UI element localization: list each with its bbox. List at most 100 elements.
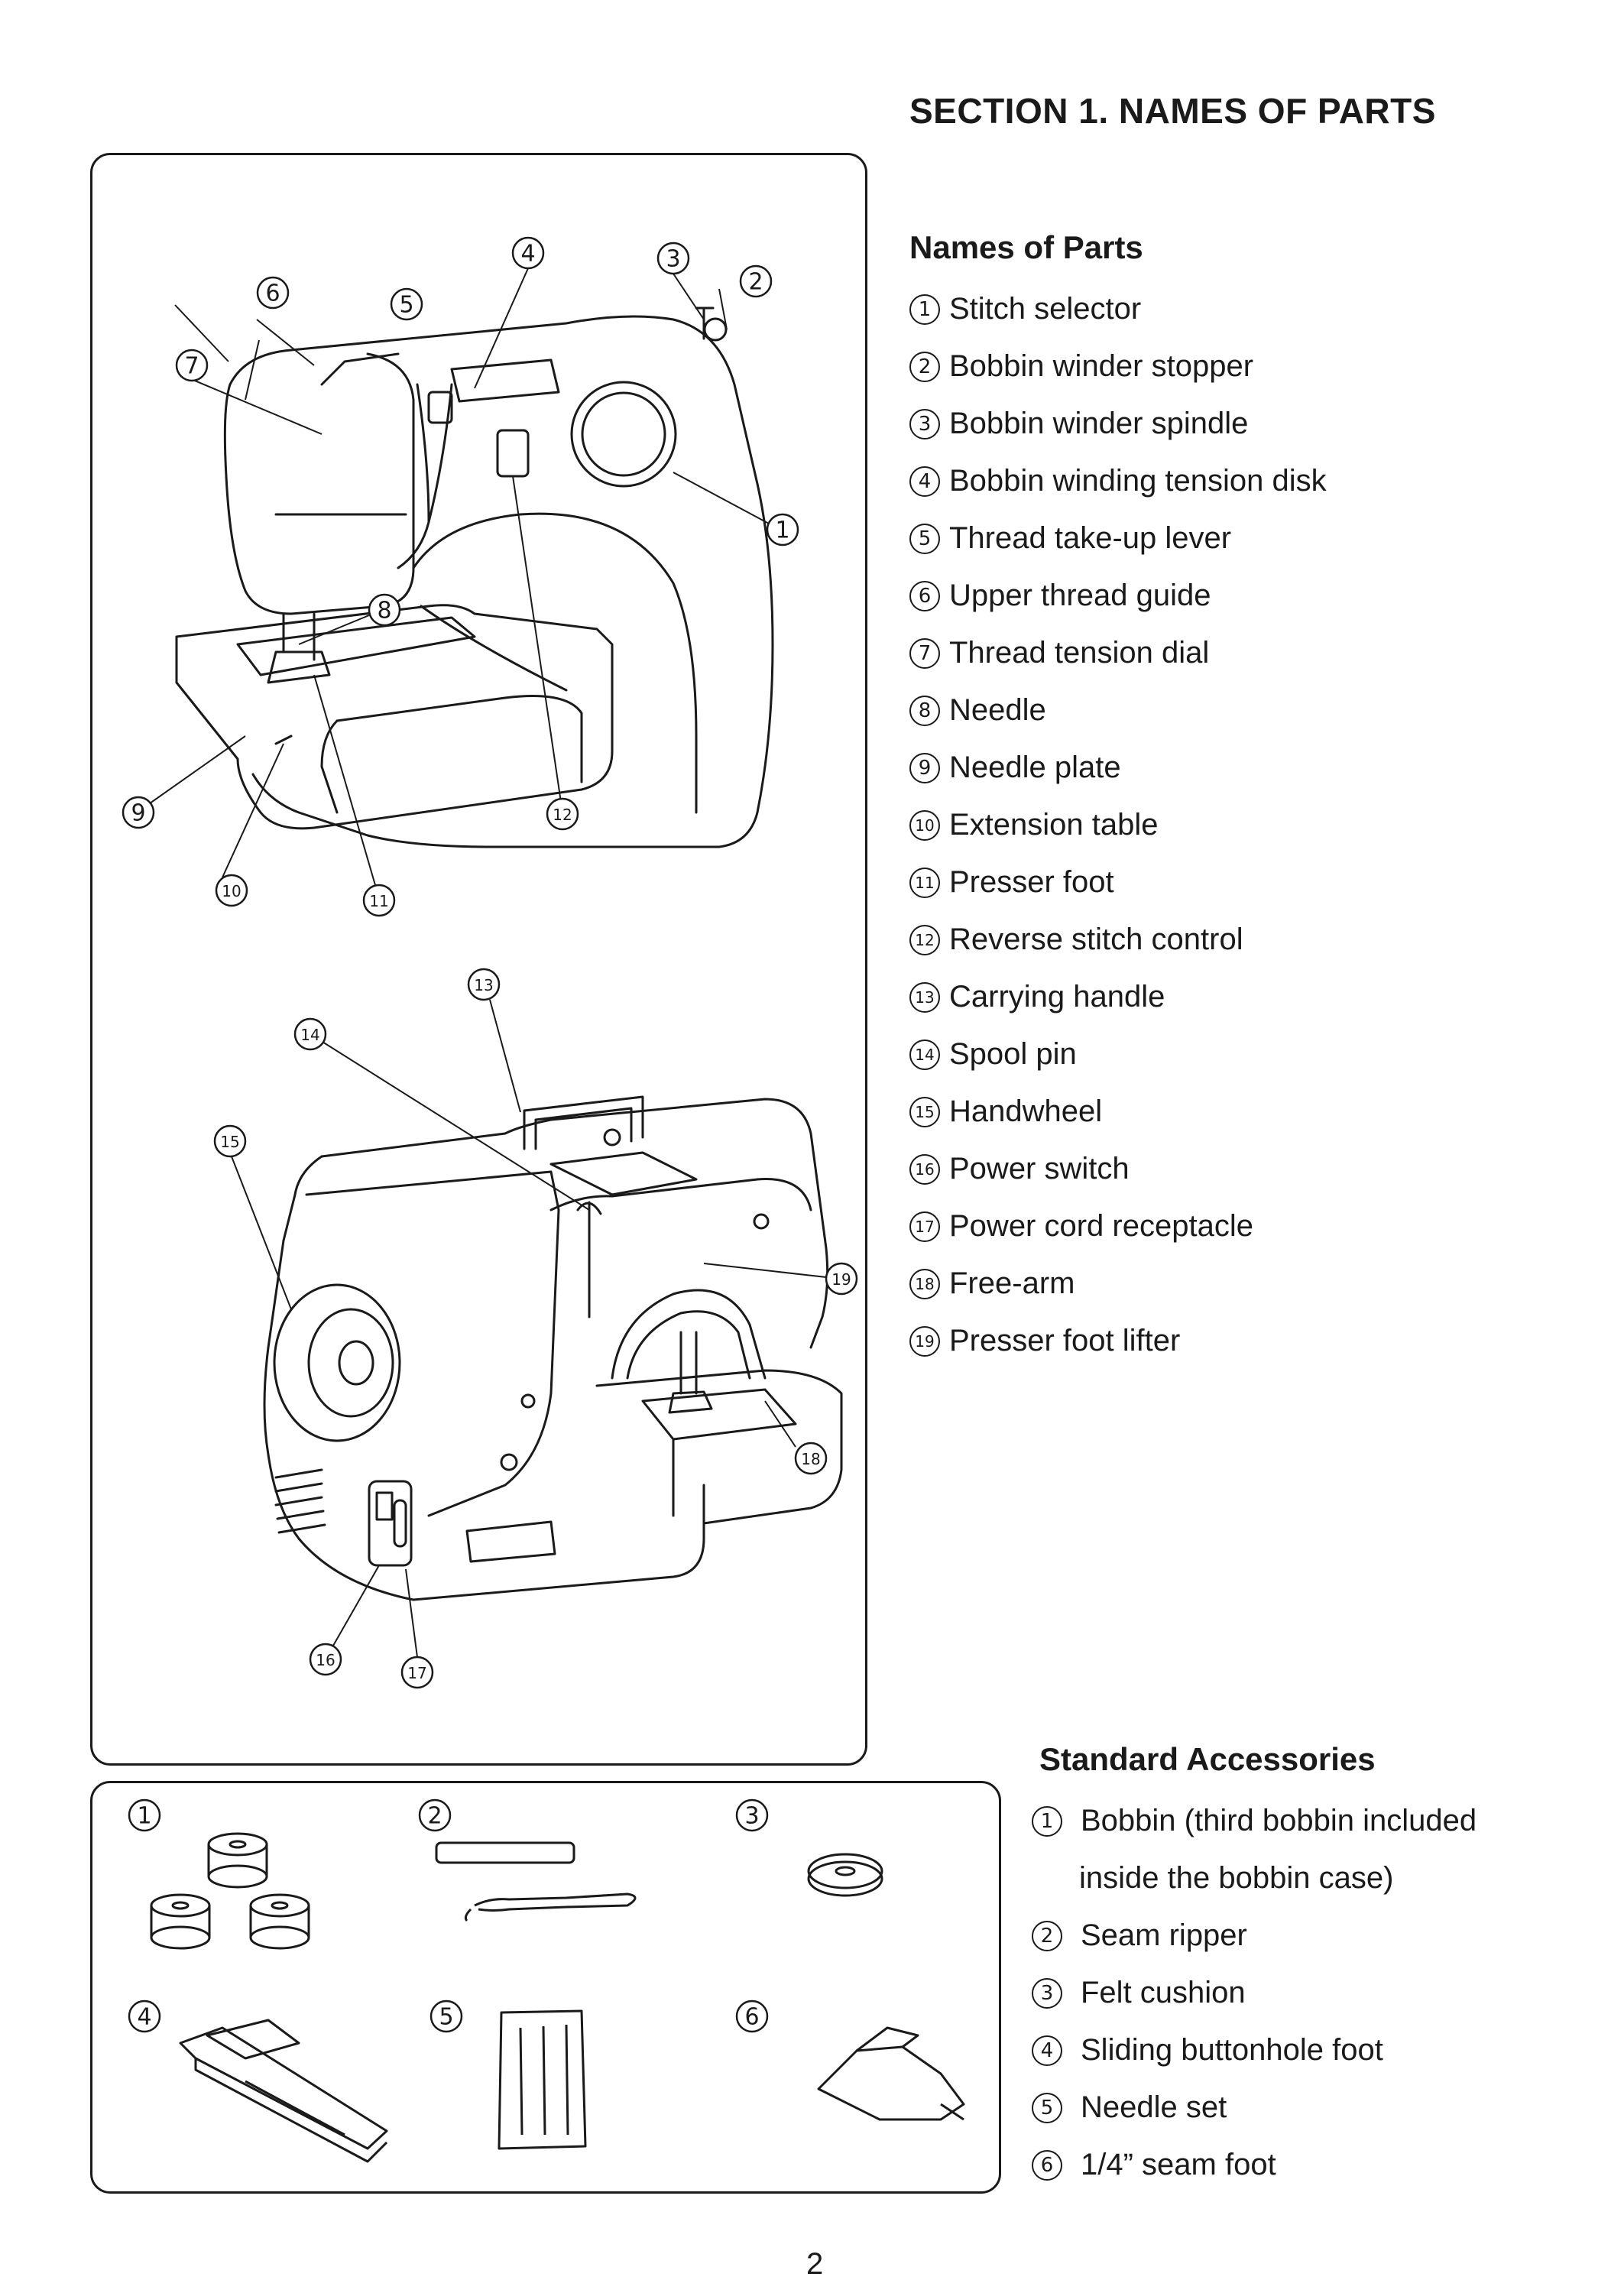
- part-label: Needle: [949, 693, 1046, 727]
- callout-16: 16: [309, 1643, 342, 1676]
- accessory-number: 1: [1032, 1805, 1062, 1837]
- part-number: 3: [909, 408, 940, 439]
- accessory-label: Bobbin (third bobbin included: [1081, 1804, 1477, 1837]
- part-item: 19 Presser foot lifter: [909, 1312, 1327, 1370]
- callout-13: 13: [467, 968, 501, 1001]
- part-label: Bobbin winding tension disk: [949, 464, 1327, 498]
- part-item: 10 Extension table: [909, 796, 1327, 854]
- svg-text:6: 6: [265, 281, 280, 307]
- part-label: Reverse stitch control: [949, 923, 1243, 956]
- part-item: 11 Presser foot: [909, 854, 1327, 911]
- accessory-item: 5 Needle set: [1032, 2079, 1477, 2136]
- callout-3: 3: [656, 242, 690, 275]
- part-number: 12: [909, 924, 940, 955]
- svg-text:10: 10: [222, 882, 241, 900]
- part-label: Upper thread guide: [949, 579, 1211, 612]
- svg-text:5: 5: [399, 292, 413, 319]
- svg-text:12: 12: [553, 806, 572, 824]
- part-item: 14 Spool pin: [909, 1026, 1327, 1083]
- accessory-callout-3: 3: [735, 1798, 769, 1832]
- accessories-illustration-panel: 1 2 3 4 5 6: [90, 1781, 1001, 2194]
- part-number: 11: [909, 867, 940, 898]
- accessories-illustration: 1 2 3 4 5 6: [128, 1798, 965, 2163]
- machine-illustration-panel: 4 3 2 6 5 7 1 8 9 12 10 11 13 14 15 19 1…: [90, 153, 867, 1766]
- svg-text:6: 6: [744, 2004, 759, 2031]
- part-item: 12 Reverse stitch control: [909, 911, 1327, 968]
- part-number: 1: [909, 294, 940, 325]
- accessories-heading: Standard Accessories: [1039, 1741, 1376, 1777]
- callout-17: 17: [400, 1656, 434, 1689]
- part-number: 8: [909, 695, 940, 726]
- part-number: 2: [909, 351, 940, 382]
- part-label: Power cord receptacle: [949, 1209, 1253, 1243]
- part-number: 10: [909, 809, 940, 841]
- svg-text:1: 1: [775, 517, 789, 544]
- part-number: 16: [909, 1153, 940, 1185]
- part-label: Stitch selector: [949, 292, 1142, 326]
- accessory-number: 5: [1032, 2092, 1062, 2123]
- part-label: Extension table: [949, 808, 1159, 842]
- part-number: 14: [909, 1039, 940, 1070]
- part-item: 1 Stitch selector: [909, 281, 1327, 338]
- svg-text:3: 3: [744, 1803, 759, 1830]
- buttonhole-foot-icon: [179, 2019, 388, 2163]
- part-label: Presser foot: [949, 865, 1114, 899]
- part-number: 9: [909, 752, 940, 783]
- accessory-label: Felt cushion: [1081, 1976, 1246, 2009]
- accessory-number: 6: [1032, 2149, 1062, 2181]
- part-number: 19: [909, 1325, 940, 1357]
- parts-heading: Names of Parts: [909, 229, 1143, 265]
- part-label: Handwheel: [949, 1095, 1103, 1128]
- callout-10: 10: [215, 874, 248, 907]
- svg-text:17: 17: [407, 1664, 426, 1682]
- part-label: Bobbin winder spindle: [949, 407, 1249, 440]
- accessory-callout-2: 2: [418, 1798, 452, 1832]
- part-item: 8 Needle: [909, 682, 1327, 739]
- svg-text:1: 1: [137, 1803, 151, 1830]
- part-item: 3 Bobbin winder spindle: [909, 395, 1327, 452]
- seam-ripper-icon: [435, 1841, 637, 1922]
- part-label: Free-arm: [949, 1267, 1075, 1300]
- part-number: 13: [909, 981, 940, 1013]
- svg-text:2: 2: [427, 1803, 442, 1830]
- accessory-number: 2: [1032, 1920, 1062, 1951]
- callout-8: 8: [368, 593, 401, 627]
- part-label: Presser foot lifter: [949, 1324, 1181, 1357]
- part-label: Spool pin: [949, 1037, 1077, 1071]
- svg-text:8: 8: [377, 598, 391, 624]
- section-title: SECTION 1. NAMES OF PARTS: [909, 91, 1436, 131]
- part-label: Power switch: [949, 1152, 1130, 1185]
- svg-text:11: 11: [369, 892, 388, 910]
- part-number: 7: [909, 637, 940, 669]
- part-label: Thread tension dial: [949, 636, 1210, 670]
- accessory-item-continued: inside the bobbin case): [1032, 1850, 1477, 1907]
- callout-15: 15: [213, 1124, 247, 1158]
- callout-6: 6: [256, 276, 290, 310]
- callout-2: 2: [739, 264, 773, 298]
- svg-text:18: 18: [801, 1450, 820, 1468]
- callout-9: 9: [122, 796, 155, 829]
- front-view-machine: [175, 306, 774, 848]
- svg-text:14: 14: [300, 1026, 319, 1044]
- accessories-list: 1 Bobbin (third bobbin included inside th…: [1032, 1792, 1477, 2194]
- svg-text:2: 2: [748, 269, 763, 296]
- part-label: Thread take-up lever: [949, 521, 1232, 555]
- svg-text:5: 5: [439, 2004, 453, 2031]
- needle-set-icon: [498, 2009, 587, 2150]
- callout-7: 7: [175, 349, 209, 382]
- accessory-number: 3: [1032, 1977, 1062, 2009]
- callout-5: 5: [390, 287, 423, 321]
- part-item: 16 Power switch: [909, 1140, 1327, 1198]
- back-view-machine: [263, 1095, 843, 1601]
- part-number: 5: [909, 523, 940, 554]
- callout-14: 14: [293, 1017, 327, 1051]
- svg-text:3: 3: [666, 246, 680, 273]
- accessory-label: Needle set: [1081, 2090, 1227, 2124]
